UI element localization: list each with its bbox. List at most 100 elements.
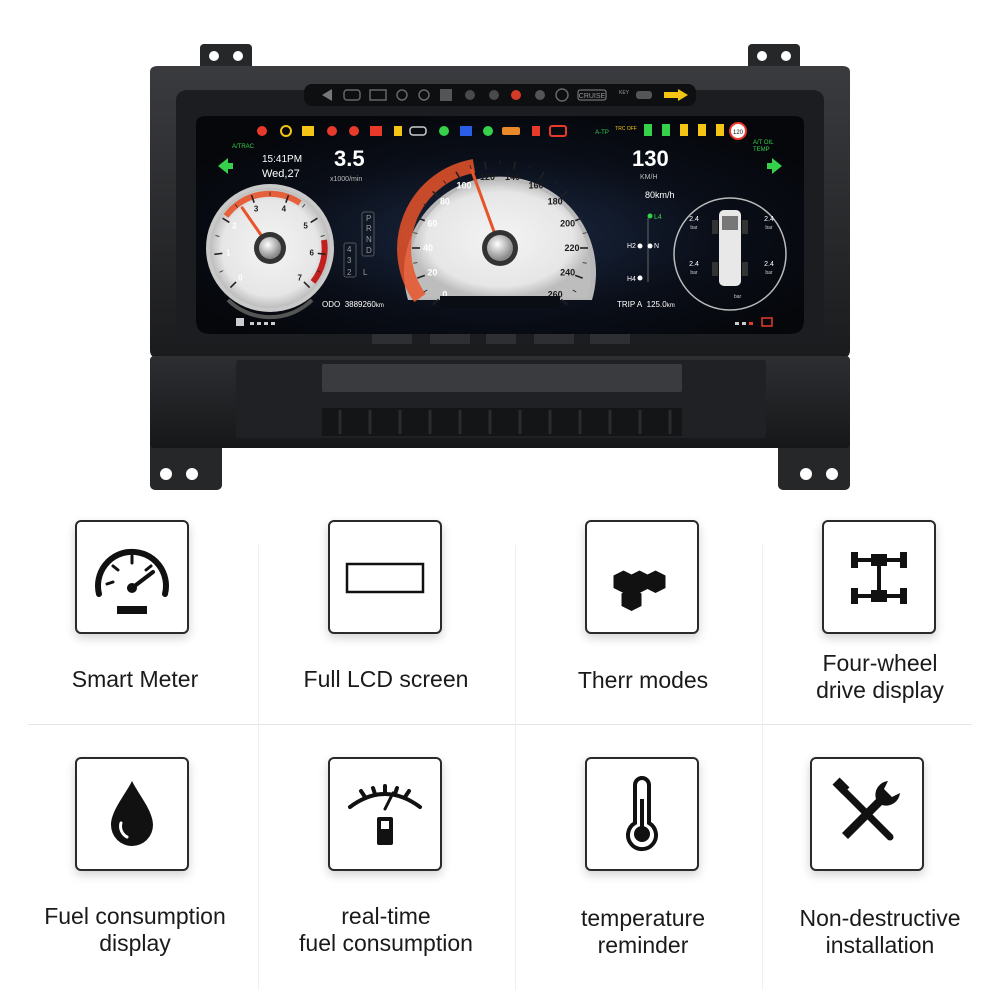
feature-icon-box	[75, 757, 189, 871]
tire-unit-bottom: bar	[734, 294, 742, 300]
mode-h2: H2	[627, 243, 636, 250]
dial-minor-tick	[413, 232, 418, 234]
dial-minor-tick	[215, 235, 220, 237]
grid-divider-vertical	[762, 545, 763, 990]
fuel-drop-icon	[111, 781, 153, 846]
tire-pressure-panel	[673, 197, 787, 311]
key-tag-text: KEY	[619, 90, 630, 96]
dial-major-tick	[317, 252, 326, 256]
lcd-screen-icon	[345, 562, 425, 594]
dial-minor-tick	[553, 180, 557, 184]
dial-major-tick	[560, 190, 568, 198]
dial-tick-label: 4	[282, 204, 287, 213]
a-trac-label: A/TRAC	[232, 144, 255, 150]
grid-divider-vertical	[515, 545, 516, 990]
dial-major-tick	[432, 298, 440, 306]
warning-lights-row: A-TP TRC OFF 120	[257, 122, 747, 140]
dial-tick-label: 80	[440, 197, 450, 207]
feature-label: Therr modes	[577, 667, 709, 693]
left-turn-arrow	[218, 158, 228, 174]
bottom-status-bars	[236, 317, 773, 327]
right-turn-arrow	[772, 158, 782, 174]
dial-tick-label: 100	[456, 181, 471, 191]
gear-3: 3	[347, 256, 352, 265]
dial-tick-label: 180	[548, 197, 563, 207]
wrench-screwdriver-icon	[832, 777, 900, 841]
dial-minor-tick	[528, 165, 531, 170]
gear-d: D	[366, 246, 372, 255]
dial-tick-label: 6	[310, 249, 315, 258]
dial-minor-tick	[572, 203, 577, 207]
dial-major-tick	[310, 217, 318, 224]
rpm-unit: x1000/min	[330, 176, 363, 183]
dial-tick-label: 40	[423, 243, 433, 253]
grid-divider-horizontal	[28, 724, 972, 725]
dial-major-tick	[417, 274, 426, 279]
dial-major-tick	[250, 194, 255, 203]
dial-minor-tick	[582, 262, 587, 264]
dial-tick-label: 140	[505, 172, 520, 182]
gear-selector	[343, 211, 375, 278]
dial-minor-tick	[302, 203, 306, 208]
rpm-readout: 3.5	[334, 146, 365, 171]
gear-n: N	[366, 235, 372, 244]
gear-2: 2	[347, 268, 352, 277]
dial-major-tick	[574, 274, 583, 279]
dial-tick-label: 60	[427, 218, 437, 228]
dial-major-tick	[214, 252, 223, 256]
speed-unit: KM/H	[640, 174, 658, 181]
cruise-tag-text: CRUISE	[579, 93, 606, 100]
trc-off-text: TRC OFF	[615, 126, 637, 132]
dial-major-tick	[455, 171, 461, 180]
dial-major-tick	[539, 171, 545, 180]
feature-icon-box	[585, 520, 699, 634]
dial-tick-label: 2	[232, 222, 237, 231]
feature-three-modes: Therr modes	[528, 518, 758, 718]
four-wheel-drive-icon	[851, 552, 907, 604]
feature-smart-meter: Smart Meter	[20, 518, 250, 718]
cruise-speed: 80km/h	[645, 190, 675, 200]
dial-major-tick	[483, 161, 487, 170]
dial-tick-label: 260	[548, 289, 563, 299]
dial-minor-tick	[443, 180, 447, 184]
dial-major-tick	[229, 281, 237, 289]
odometer: ODO 3889260km	[322, 300, 384, 309]
cluster-hardware: CRUISE KEY A-TP TRC OFF	[150, 44, 850, 490]
gear-p: P	[366, 214, 372, 223]
dial-minor-tick	[320, 235, 325, 237]
dial-tick-label: 1	[226, 249, 231, 258]
mode-h4: H4	[627, 276, 636, 283]
dial-tick-label: 5	[303, 222, 308, 231]
mode-n: N	[654, 243, 660, 250]
trip-meter: TRIP A 125.0km	[617, 300, 675, 309]
feature-icon-box	[810, 757, 924, 871]
grid-divider-vertical	[258, 545, 259, 990]
top-indicator-strip: CRUISE KEY	[322, 88, 688, 102]
speedometer-icon	[95, 548, 169, 614]
clock-date: Wed,27	[262, 168, 300, 180]
dial-tick-label: 3	[254, 204, 259, 213]
feature-icon-box	[75, 520, 189, 634]
dial-minor-tick	[423, 203, 428, 207]
gear-4: 4	[347, 245, 352, 254]
feature-icon-box	[328, 757, 442, 871]
gear-l: L	[363, 268, 368, 277]
dial-major-tick	[560, 298, 568, 306]
dial-tick-label: 0	[238, 274, 243, 283]
dial-major-tick	[574, 217, 583, 222]
thermometer-icon	[626, 776, 658, 852]
dial-major-tick	[417, 217, 426, 222]
atp-indicator-text: A-TP	[595, 130, 609, 136]
feature-icon-box	[585, 757, 699, 871]
mode-l4: L4	[654, 214, 662, 221]
